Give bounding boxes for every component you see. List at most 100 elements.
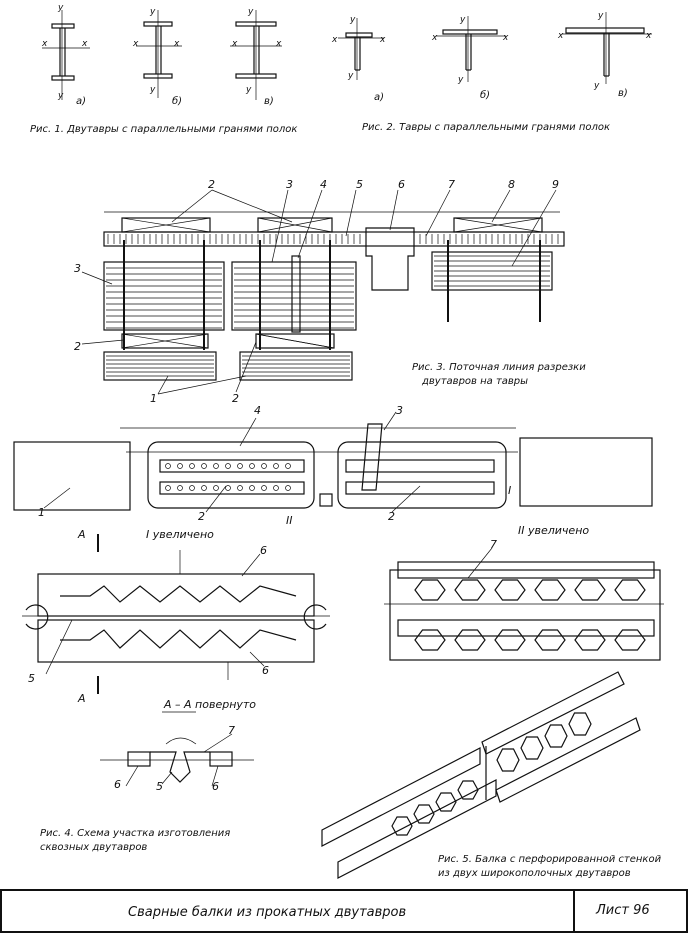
fig1-i-beams: y x x y а) y x x y б) y x x y в) Рис. 1.… bbox=[30, 3, 297, 135]
roller-dot bbox=[225, 485, 231, 491]
roller-dot bbox=[177, 485, 183, 491]
web-opening bbox=[544, 724, 568, 748]
fig4-zoom-one: I увеличено A A 6 5 6 bbox=[22, 528, 330, 705]
fig1-x-right-a: x bbox=[81, 39, 88, 49]
fig4-zoom1-callout-6-top: 6 bbox=[260, 544, 267, 557]
i-beam-a bbox=[42, 10, 90, 100]
fig3-callout-2-left: 2 bbox=[74, 340, 81, 353]
fig3-production-line: 2 3 4 5 6 7 8 9 3 2 1 2 Рис. 3. Поточная… bbox=[74, 178, 586, 405]
fig4-caption-line2: сквозных двутавров bbox=[40, 842, 147, 853]
fig5-perforated-beam: Рис. 5. Балка с перфорированной стенкой … bbox=[321, 671, 662, 879]
fig3-callout-6: 6 bbox=[398, 178, 405, 191]
fig2-y-bottom-a: y bbox=[347, 71, 354, 81]
fig3-caption-line1: Рис. 3. Поточная линия разрезки bbox=[412, 362, 586, 373]
fig2-x-left-c: x bbox=[557, 31, 564, 41]
roller-dot bbox=[273, 485, 279, 491]
i-beam-c bbox=[230, 10, 282, 100]
fig2-x-left-a: x bbox=[331, 35, 338, 45]
fig1-x-right-b: x bbox=[173, 39, 180, 49]
fig3-callout-1: 1 bbox=[150, 392, 157, 405]
fig1-x-left-b: x bbox=[132, 39, 139, 49]
web-opening bbox=[414, 579, 446, 601]
fig4-section-callout-6-left: 6 bbox=[114, 778, 121, 791]
fig1-x-left-a: x bbox=[41, 39, 48, 49]
web-opening bbox=[574, 629, 606, 651]
fig4-zoom1-callout-6-bottom: 6 bbox=[262, 664, 269, 677]
fig2-y-bottom-c: y bbox=[593, 81, 600, 91]
fig4-section-callout-5: 5 bbox=[156, 780, 163, 793]
fig1-x-left-c: x bbox=[231, 39, 238, 49]
fig1-label-a: а) bbox=[76, 96, 86, 107]
fig1-y-top-a: y bbox=[57, 3, 64, 13]
fig3-callout-3-left: 3 bbox=[74, 262, 81, 275]
web-opening bbox=[435, 792, 457, 812]
web-opening bbox=[413, 804, 435, 824]
fig4-callout-1: 1 bbox=[38, 506, 45, 519]
fig4-callout-4: 4 bbox=[254, 404, 261, 417]
fig2-y-top-c: y bbox=[597, 11, 604, 21]
title-block: Сварные балки из прокатных двутавров Лис… bbox=[0, 889, 688, 933]
roller-dot bbox=[165, 463, 171, 469]
fig4-zoom1-title: I увеличено bbox=[146, 528, 214, 541]
fig2-x-right-b: x bbox=[502, 33, 509, 43]
fig1-y-top-b: y bbox=[149, 7, 156, 17]
fig3-callout-8: 8 bbox=[508, 178, 515, 191]
roller-dot bbox=[261, 485, 267, 491]
fig1-y-top-c: y bbox=[247, 7, 254, 17]
web-opening bbox=[391, 816, 413, 836]
web-opening bbox=[494, 579, 526, 601]
roller-dot bbox=[225, 463, 231, 469]
fig1-y-bottom-b: y bbox=[149, 85, 156, 95]
i-beam-b bbox=[136, 10, 182, 98]
fig2-y-top-b: y bbox=[459, 15, 466, 25]
fig4-section-marker-bottom: A bbox=[77, 692, 86, 705]
roller-dot bbox=[165, 485, 171, 491]
roller-dot bbox=[285, 463, 291, 469]
fig4-zoom2-callout-7: 7 bbox=[490, 538, 497, 551]
fig2-y-bottom-b: y bbox=[457, 75, 464, 85]
fig3-callout-5: 5 bbox=[356, 178, 363, 191]
roller-dot bbox=[201, 463, 207, 469]
fig2-label-a: а) bbox=[374, 92, 384, 103]
fig4-plan: 4 3 1 2 2 I II bbox=[13, 404, 653, 527]
roller-dot bbox=[213, 485, 219, 491]
roller-dot bbox=[273, 463, 279, 469]
fig2-caption: Рис. 2. Тавры с параллельными гранями по… bbox=[362, 122, 610, 133]
fig1-label-c: в) bbox=[264, 96, 274, 107]
web-opening bbox=[496, 748, 520, 772]
fig3-callout-9: 9 bbox=[552, 178, 559, 191]
roller-dot bbox=[237, 485, 243, 491]
fig4-section-title: A – A повернуто bbox=[163, 698, 256, 711]
roller-dot bbox=[285, 485, 291, 491]
fig1-x-right-c: x bbox=[275, 39, 282, 49]
fig4-callout-2-right: 2 bbox=[388, 510, 395, 523]
title-block-title: Сварные балки из прокатных двутавров bbox=[128, 905, 406, 920]
roller-dot bbox=[177, 463, 183, 469]
web-opening bbox=[454, 579, 486, 601]
roller-dot bbox=[201, 485, 207, 491]
fig2-label-c: в) bbox=[618, 88, 628, 99]
fig4-caption-line1: Рис. 4. Схема участка изготовления bbox=[40, 828, 230, 839]
fig4-roman-one: I bbox=[508, 484, 511, 497]
fig4-zoom1-callout-5: 5 bbox=[28, 672, 35, 685]
fig3-callout-2-bottom: 2 bbox=[232, 392, 239, 405]
fig4-section-marker-top: A bbox=[77, 528, 86, 541]
roller-dot bbox=[249, 485, 255, 491]
roller-dot bbox=[189, 485, 195, 491]
web-opening bbox=[454, 629, 486, 651]
fig4-callout-3: 3 bbox=[396, 404, 403, 417]
web-opening bbox=[534, 629, 566, 651]
t-section-c bbox=[562, 12, 652, 84]
fig4-section-aa: A – A повернуто 7 6 5 6 Рис. 4. Схема уч… bbox=[40, 698, 256, 853]
roller-dot bbox=[261, 463, 267, 469]
fig3-caption-line2: двутавров на тавры bbox=[421, 376, 528, 387]
fig3-callout-3-top: 3 bbox=[286, 178, 293, 191]
web-opening bbox=[494, 629, 526, 651]
fig3-callout-4: 4 bbox=[320, 178, 327, 191]
fig4-zoom-two: II увеличено 7 bbox=[384, 524, 664, 661]
fig5-caption-line1: Рис. 5. Балка с перфорированной стенкой bbox=[438, 854, 662, 865]
title-block-sheet: Лист 96 bbox=[595, 903, 650, 918]
t-section-a bbox=[338, 18, 384, 80]
roller-dot bbox=[237, 463, 243, 469]
fig4-zoom2-title: II увеличено bbox=[518, 524, 589, 537]
